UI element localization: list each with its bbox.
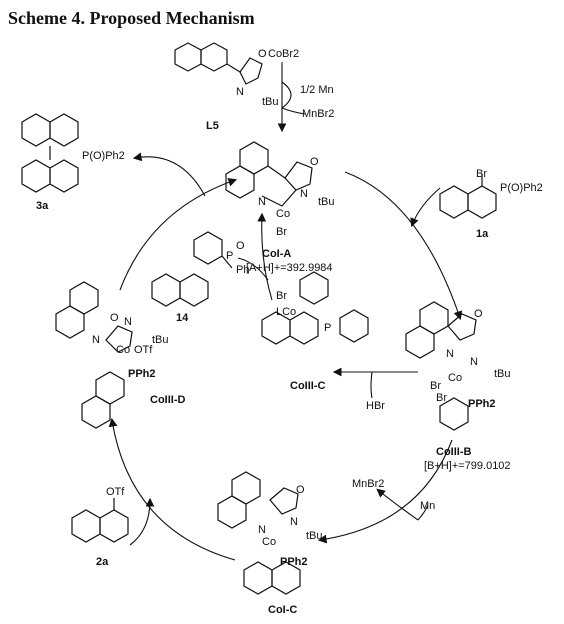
arrow-14 — [237, 257, 269, 281]
atom-c-lco: LCo — [276, 306, 297, 318]
atom-14-o: O — [236, 240, 245, 252]
atom-1a-pooph2: P(O)Ph2 — [500, 182, 543, 194]
label-coiii-b: CoIII-B — [436, 446, 472, 458]
atom-a-co: Co — [276, 208, 291, 220]
structure-14 — [151, 231, 233, 307]
atom-d-tbu: tBu — [152, 334, 169, 346]
structure-1a — [439, 174, 497, 219]
arrow-mnbr2-curve — [376, 488, 419, 521]
arc-cc-to-d — [108, 417, 236, 561]
atom-b-co: Co — [448, 372, 463, 384]
arrow-c-to-a — [257, 212, 273, 301]
structure-coiii-b — [405, 301, 477, 431]
arrow-hbr-curve — [370, 371, 373, 399]
atom-a-br: Br — [276, 226, 287, 238]
atom-b-pph2: PPh2 — [468, 398, 496, 410]
ms-coiii-b: [B+H]+=799.0102 — [424, 460, 511, 472]
atom-b-br1: Br — [430, 380, 441, 392]
label-l5: L5 — [206, 120, 219, 132]
atom-a-o: O — [310, 156, 319, 168]
atom-1a-br: Br — [476, 168, 487, 180]
label-coiii-c: CoIII-C — [290, 380, 326, 392]
atom-14-p: P — [226, 250, 234, 262]
arrow-3a — [132, 152, 206, 197]
ms-coi-a: [A+H]+=392.9984 — [246, 262, 333, 274]
label-14: 14 — [176, 312, 189, 324]
arrow-1a — [410, 187, 441, 228]
atom-cc-o: O — [296, 484, 305, 496]
reagent-mnbr2-top: MnBr2 — [302, 108, 335, 120]
atom-d-co: Co — [116, 344, 131, 356]
atom-14-ph: Ph — [236, 264, 250, 276]
atom-l5-tbu: tBu — [262, 96, 279, 108]
atom-a-n1: N — [258, 196, 266, 208]
arc-d-to-a — [119, 178, 238, 291]
atom-cc-n1: N — [258, 524, 266, 536]
reagent-hbr: HBr — [366, 400, 385, 412]
atom-3a-pooph2: P(O)Ph2 — [82, 150, 125, 162]
arrow-2a — [129, 497, 155, 546]
arrow-mn-in — [417, 504, 429, 521]
atom-d-n1: N — [92, 334, 100, 346]
reagent-mnbr2-right: MnBr2 — [352, 478, 385, 490]
reagent-mn: Mn — [420, 500, 436, 512]
label-3a: 3a — [36, 200, 49, 212]
structure-3a — [21, 113, 79, 193]
atom-d-pph2: PPh2 — [128, 368, 156, 380]
atom-b-n2: N — [470, 356, 478, 368]
atom-a-n2: N — [300, 188, 308, 200]
reagent-cobr2: CoBr2 — [268, 48, 300, 60]
label-2a: 2a — [96, 556, 109, 568]
arc-a-to-b — [344, 171, 463, 321]
atom-b-n1: N — [446, 348, 454, 360]
atom-2a-otf: OTf — [106, 486, 125, 498]
arrow-mn-curve — [280, 81, 306, 115]
label-coiii-d: CoIII-D — [150, 394, 186, 406]
atom-cc-tbu: tBu — [306, 530, 323, 542]
reagent-half-mn: 1/2 Mn — [300, 84, 334, 96]
atom-l5-o: O — [258, 48, 267, 60]
atom-b-o: O — [474, 308, 483, 320]
atom-cc-co: Co — [262, 536, 277, 548]
structure-coiii-c — [261, 271, 369, 345]
atom-d-otf: OTf — [134, 344, 153, 356]
atom-d-o: O — [110, 312, 119, 324]
page-title: Scheme 4. Proposed Mechanism — [8, 8, 255, 28]
label-1a: 1a — [476, 228, 489, 240]
atom-cc-n2: N — [290, 516, 298, 528]
atom-b-tbu: tBu — [494, 368, 511, 380]
atom-c-p: P — [324, 322, 332, 334]
label-coi-a: CoI-A — [262, 248, 292, 260]
structure-l5 — [174, 42, 263, 85]
structure-coiii-d — [55, 281, 133, 429]
atom-cc-pph2: PPh2 — [280, 556, 308, 568]
structure-coi-a — [225, 141, 313, 207]
atom-a-tbu: tBu — [318, 196, 335, 208]
structure-coi-c — [217, 471, 301, 595]
atom-l5-n: N — [236, 86, 244, 98]
atom-c-br: Br — [276, 290, 287, 302]
label-coi-c: CoI-C — [268, 604, 298, 616]
atom-d-n2: N — [124, 316, 132, 328]
arc-b-to-cc — [317, 439, 453, 544]
atom-b-br2: Br — [436, 392, 447, 404]
structure-2a — [71, 498, 129, 543]
